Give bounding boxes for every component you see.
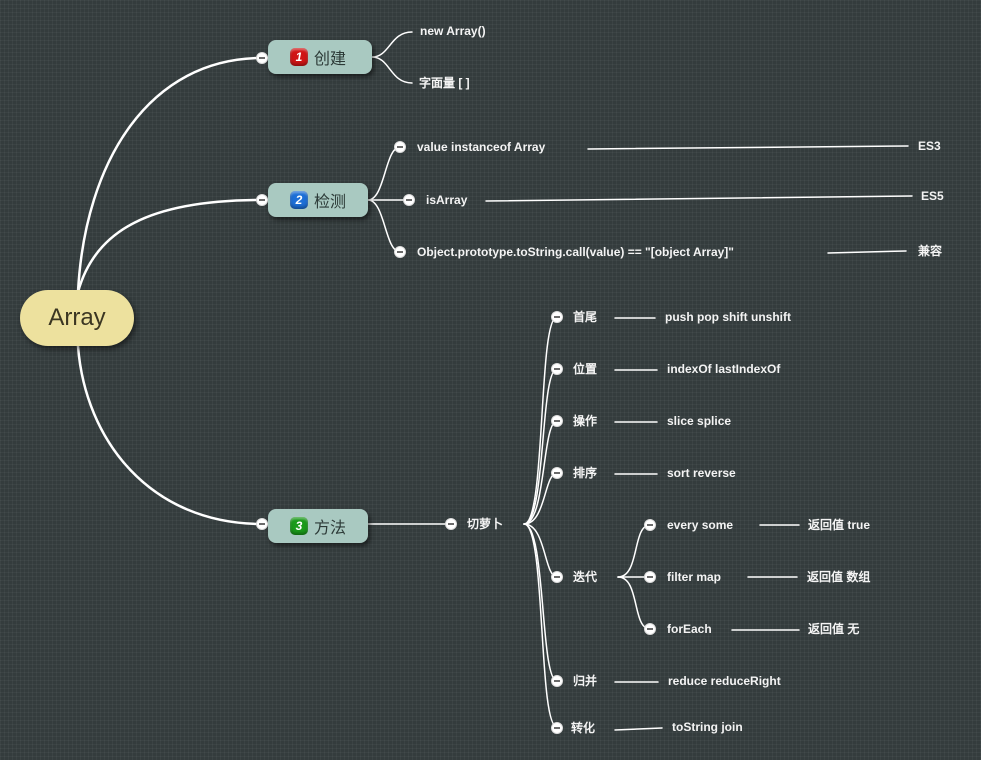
create-item-literal[interactable]: 字面量 [ ] (419, 76, 470, 90)
edge-m-1 (523, 316, 558, 525)
group-iteration[interactable]: 迭代 (573, 570, 598, 584)
collapse-toggle-icon[interactable] (445, 518, 457, 530)
collapse-toggle-icon[interactable] (394, 141, 406, 153)
edge-create-2 (371, 56, 413, 84)
edge-iter-1 (617, 524, 651, 578)
edge-detect-1 (367, 146, 401, 201)
edge-note-compat (827, 250, 907, 254)
group-convert-value[interactable]: toString join (672, 720, 743, 734)
edge-root-methods (76, 344, 264, 526)
collapse-toggle-icon[interactable] (551, 675, 563, 687)
group-sort[interactable]: 排序 (573, 466, 598, 480)
collapse-toggle-icon[interactable] (551, 467, 563, 479)
detect-note-compat[interactable]: 兼容 (918, 244, 943, 258)
group-position-value[interactable]: indexOf lastIndexOf (667, 362, 781, 376)
collapse-toggle-icon[interactable] (644, 519, 656, 531)
collapse-toggle-icon[interactable] (256, 518, 268, 530)
edge-m-2 (523, 368, 558, 525)
root-node[interactable]: Array (20, 290, 134, 346)
group-operation-value[interactable]: slice splice (667, 414, 732, 428)
methods-mnemonic[interactable]: 切萝卜 (467, 517, 504, 531)
branch-create[interactable]: 1 创建 (268, 40, 372, 74)
collapse-toggle-icon[interactable] (551, 311, 563, 323)
collapse-toggle-icon[interactable] (551, 363, 563, 375)
priority-2-icon: 2 (290, 191, 308, 209)
detect-item-tostring[interactable]: Object.prototype.toString.call(value) ==… (417, 245, 734, 259)
edge-root-detect (76, 198, 264, 294)
priority-3-icon: 3 (290, 517, 308, 535)
iter-every-some-value[interactable]: 返回值 true (808, 518, 871, 532)
branch-create-label: 创建 (314, 51, 347, 68)
detect-item-instanceof[interactable]: value instanceof Array (417, 140, 546, 154)
collapse-toggle-icon[interactable] (256, 52, 268, 64)
group-reduce-value[interactable]: reduce reduceRight (668, 674, 781, 688)
edge-m-5 (523, 523, 558, 578)
branch-methods-label: 方法 (314, 520, 347, 537)
branch-detect[interactable]: 2 检测 (268, 183, 368, 217)
collapse-toggle-icon[interactable] (644, 571, 656, 583)
branch-detect-label: 检测 (314, 194, 347, 211)
priority-1-icon: 1 (290, 48, 308, 66)
detect-note-es3[interactable]: ES3 (918, 139, 941, 153)
collapse-toggle-icon[interactable] (256, 194, 268, 206)
edge-m-7 (523, 523, 558, 728)
edge-iter-3 (617, 576, 651, 630)
collapse-toggle-icon[interactable] (394, 246, 406, 258)
branch-methods[interactable]: 3 方法 (268, 509, 368, 543)
edge-note-es5 (485, 195, 913, 202)
edge-note-es3 (587, 145, 909, 150)
detect-item-isarray[interactable]: isArray (426, 193, 468, 207)
group-head-tail-value[interactable]: push pop shift unshift (665, 310, 791, 324)
group-convert[interactable]: 转化 (571, 721, 596, 735)
edge-m-4 (523, 472, 558, 525)
iter-filter-map[interactable]: filter map (667, 570, 722, 584)
iter-every-some[interactable]: every some (667, 518, 734, 532)
edge-root-create (76, 56, 264, 294)
collapse-toggle-icon[interactable] (403, 194, 415, 206)
edge-v-7 (614, 727, 663, 731)
group-operation[interactable]: 操作 (573, 414, 598, 428)
root-label: Array (48, 304, 106, 331)
edge-detect-3 (367, 199, 401, 253)
iter-foreach[interactable]: forEach (667, 622, 712, 636)
iter-filter-map-value[interactable]: 返回值 数组 (807, 570, 871, 584)
collapse-toggle-icon[interactable] (551, 722, 563, 734)
group-sort-value[interactable]: sort reverse (667, 466, 736, 480)
iter-foreach-value[interactable]: 返回值 无 (808, 622, 860, 636)
group-reduce[interactable]: 归并 (573, 674, 598, 688)
detect-note-es5[interactable]: ES5 (921, 189, 944, 203)
group-position[interactable]: 位置 (573, 362, 598, 376)
collapse-toggle-icon[interactable] (551, 571, 563, 583)
collapse-toggle-icon[interactable] (551, 415, 563, 427)
collapse-toggle-icon[interactable] (644, 623, 656, 635)
create-item-new-array[interactable]: new Array() (420, 24, 486, 38)
edge-create-1 (371, 31, 413, 58)
group-head-tail[interactable]: 首尾 (573, 310, 598, 324)
